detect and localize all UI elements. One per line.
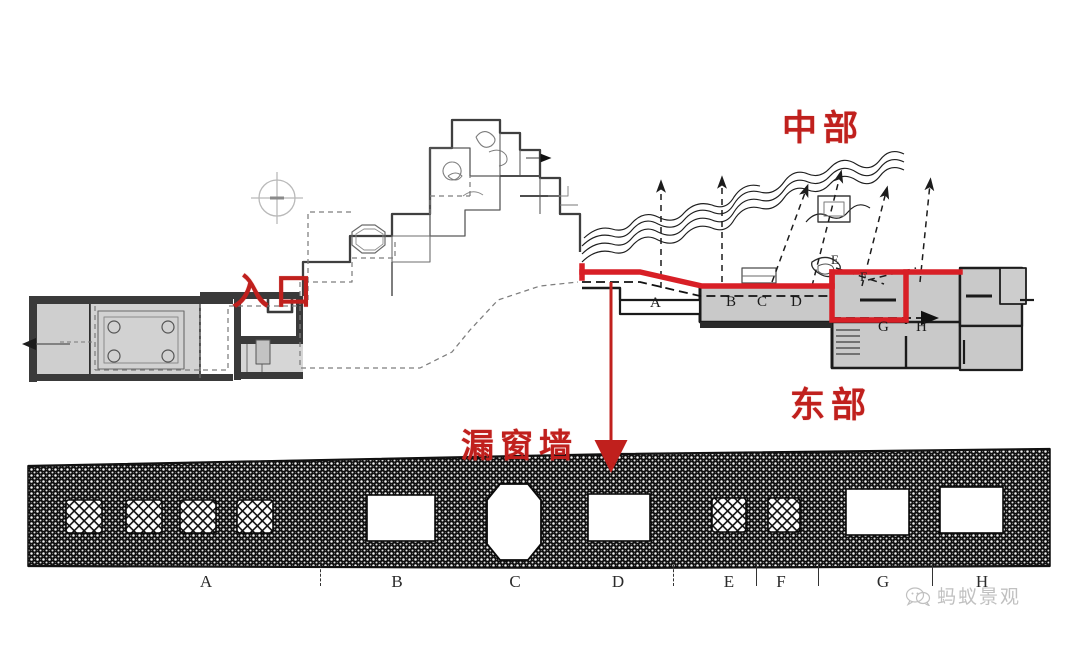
plan-marker-f: F xyxy=(860,269,868,284)
elevation-letter-g: G xyxy=(876,572,890,591)
watermark-text: 蚂蚁景观 xyxy=(937,586,1022,608)
elevation-letter-c: C xyxy=(509,572,521,591)
plan-marker-a: A xyxy=(650,295,661,311)
wechat-bubble-icon xyxy=(905,586,931,606)
lattice-window xyxy=(711,497,801,533)
elevation-letter-h: H xyxy=(975,572,989,591)
elevation-letter-f: F xyxy=(776,572,786,591)
section-tick xyxy=(756,560,757,586)
elevation-letter-d: D xyxy=(611,572,625,591)
elevation-letter-b: B xyxy=(391,572,403,591)
plan-marker-h: H xyxy=(916,319,927,335)
elevation-letter-e: E xyxy=(723,572,735,591)
plan-west-wing xyxy=(22,296,233,382)
lattice-window xyxy=(65,499,274,534)
rect-opening xyxy=(845,486,1004,536)
plan-central-court xyxy=(199,292,303,380)
plan-marker-e: E xyxy=(831,252,839,267)
plan-marker-g: G xyxy=(878,319,889,335)
plan-highlighted-wall xyxy=(579,263,963,323)
plan-marker-d: D xyxy=(791,294,802,310)
elevation-letter-a: A xyxy=(199,572,213,591)
octagon-opening xyxy=(486,483,542,561)
north-point-icon xyxy=(251,172,303,224)
section-tick xyxy=(673,560,674,586)
section-tick xyxy=(320,560,321,586)
label-entrance: 入口 xyxy=(232,270,318,313)
plan-marker-c: C xyxy=(757,294,768,310)
section-tick xyxy=(932,560,933,586)
wall-body xyxy=(27,447,1051,570)
label-lattice-wall: 漏窗墙 xyxy=(461,426,578,465)
plan-circulation-path xyxy=(94,176,579,371)
watermark: 蚂蚁景观 xyxy=(905,582,1021,609)
label-east-section: 东部 xyxy=(790,386,873,426)
label-central-section: 中部 xyxy=(782,109,865,149)
plan-marker-b: B xyxy=(726,294,737,310)
rect-opening xyxy=(366,494,436,542)
rect-opening xyxy=(587,493,651,542)
plan-upper-courtyard xyxy=(301,118,582,296)
section-tick xyxy=(818,560,819,586)
